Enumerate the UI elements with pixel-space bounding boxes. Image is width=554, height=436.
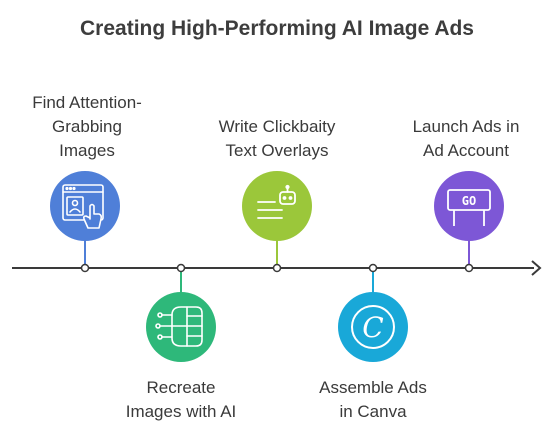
svg-text:GO: GO (462, 194, 476, 208)
step-1-dot (80, 263, 90, 273)
go-sign-icon: GO (447, 189, 491, 226)
step-4-circle (338, 292, 408, 362)
step-5: GO (434, 171, 504, 273)
robot-text-icon (257, 184, 296, 219)
canva-logo-icon: C (351, 305, 395, 349)
browser-touch-icon (62, 184, 104, 229)
step-4: C (338, 263, 408, 362)
ai-chip-icon (155, 306, 203, 347)
step-3 (242, 171, 312, 273)
step-2-dot (176, 263, 186, 273)
step-4-dot (368, 263, 378, 273)
step-5-dot (464, 263, 474, 273)
step-3-circle (242, 171, 312, 241)
step-2-circle (146, 292, 216, 362)
step-5-circle (434, 171, 504, 241)
step-1-circle (50, 171, 120, 241)
timeline-arrow-head (531, 260, 542, 276)
step-1 (50, 171, 120, 273)
svg-text:C: C (362, 311, 383, 344)
step-2 (146, 263, 216, 362)
step-3-dot (272, 263, 282, 273)
diagram-title: Creating High-Performing AI Image Ads (80, 17, 474, 40)
